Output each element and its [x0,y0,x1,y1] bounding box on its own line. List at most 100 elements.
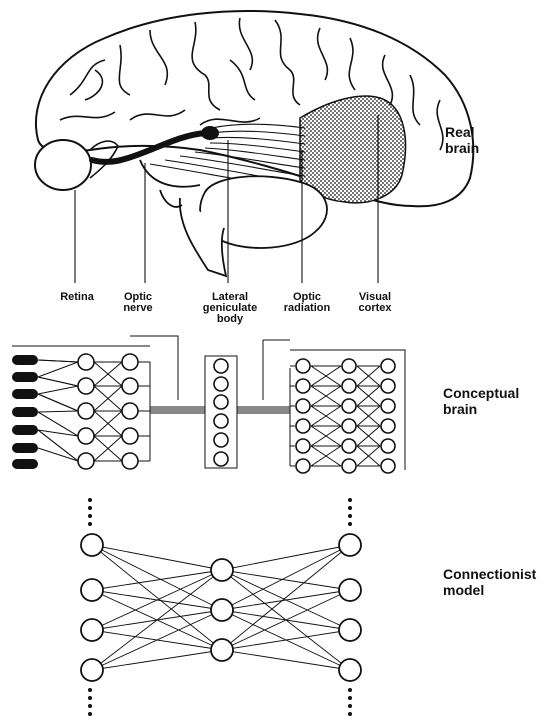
ellipsis-dot [348,522,352,526]
neuron-node [78,403,94,419]
cortex-node [342,359,356,373]
cortex-node [381,439,395,453]
cortex-node [381,459,395,473]
retina-label: Retina [55,292,99,303]
cortex-node [381,359,395,373]
optic-nerve-label: Optic nerve [118,292,158,314]
ellipsis-dot [88,696,92,700]
lateral-geniculate-body-label: Lateral geniculate body [194,292,266,325]
cortex-node [296,359,310,373]
connectionist-model-label: Connectionist model [443,566,536,598]
weight-connection [92,650,222,670]
cortex-node [296,379,310,393]
output-unit [339,619,361,641]
ellipsis-dot [88,704,92,708]
output-unit [339,579,361,601]
hidden-unit [211,639,233,661]
ellipsis-dot [88,506,92,510]
ellipsis-dot [88,712,92,716]
connectionist-nodes [81,534,361,681]
input-unit [81,659,103,681]
lgn-node [214,359,228,373]
lgn-node [214,433,228,447]
neuron-node [122,453,138,469]
input-unit [81,579,103,601]
connection [38,386,78,394]
connection [38,394,78,411]
neuron-node [78,428,94,444]
weight-connection [222,630,350,650]
ellipsis-dot [88,522,92,526]
output-unit [339,534,361,556]
eyeball [35,140,91,190]
neuron-node [122,378,138,394]
retina-receptor [12,355,38,365]
weight-connection [222,590,350,650]
retina-receptor [12,459,38,469]
weight-connection [92,570,222,670]
real-brain-label: Real brain [445,124,479,156]
weight-connection [222,545,350,650]
cortex-node [296,399,310,413]
lgn-node [214,452,228,466]
hidden-unit [211,599,233,621]
neuron-node [78,378,94,394]
brainstem-base [160,190,182,207]
cortex-node [342,379,356,393]
cortex-node [381,379,395,393]
optic-radiation-bracket [263,340,290,400]
connection [38,377,78,386]
neuron-node [78,354,94,370]
conceptual-brain-network [12,336,405,473]
weight-connection [92,570,222,590]
cortex-node [381,399,395,413]
ellipsis-dot [88,514,92,518]
real-brain-illustration [35,11,473,276]
retina-receptor [12,443,38,453]
input-unit [81,619,103,641]
lgn-node [214,377,228,391]
cortex-node [381,419,395,433]
retina-receptor [12,389,38,399]
ellipsis-dot [348,696,352,700]
cortex-node [296,439,310,453]
connection [38,362,78,377]
optic-radiation-label: Optic radiation [276,292,338,314]
ellipsis-dot [348,506,352,510]
ellipsis-dot [348,514,352,518]
neuron-node [122,428,138,444]
connection [38,448,78,461]
weight-connection [92,545,222,650]
weight-connection [222,650,350,670]
lgn-node [214,414,228,428]
cortex-node [296,419,310,433]
weight-connection [222,570,350,590]
ellipsis-dot [348,712,352,716]
cortex-node [342,419,356,433]
connection [38,412,78,436]
retina-receptor [12,372,38,382]
weight-connection [222,545,350,570]
neuron-node [122,354,138,370]
retina-receptor [12,425,38,435]
neuron-node [122,403,138,419]
connection [38,360,78,362]
ellipsis-dot [348,688,352,692]
hidden-unit [211,559,233,581]
lgn-node [214,395,228,409]
weight-connection [92,610,222,670]
ellipsis-dot [348,498,352,502]
output-unit [339,659,361,681]
weight-connection [92,545,222,570]
retina-receptor [12,407,38,417]
cortex-node [342,459,356,473]
connection [38,411,78,412]
neuron-node [78,453,94,469]
connectionist-model-network [81,498,361,716]
ellipsis-dot [88,498,92,502]
ellipsis-dot [88,688,92,692]
visual-cortex-label: Visual cortex [350,292,400,314]
cortex-node [342,399,356,413]
input-unit [81,534,103,556]
